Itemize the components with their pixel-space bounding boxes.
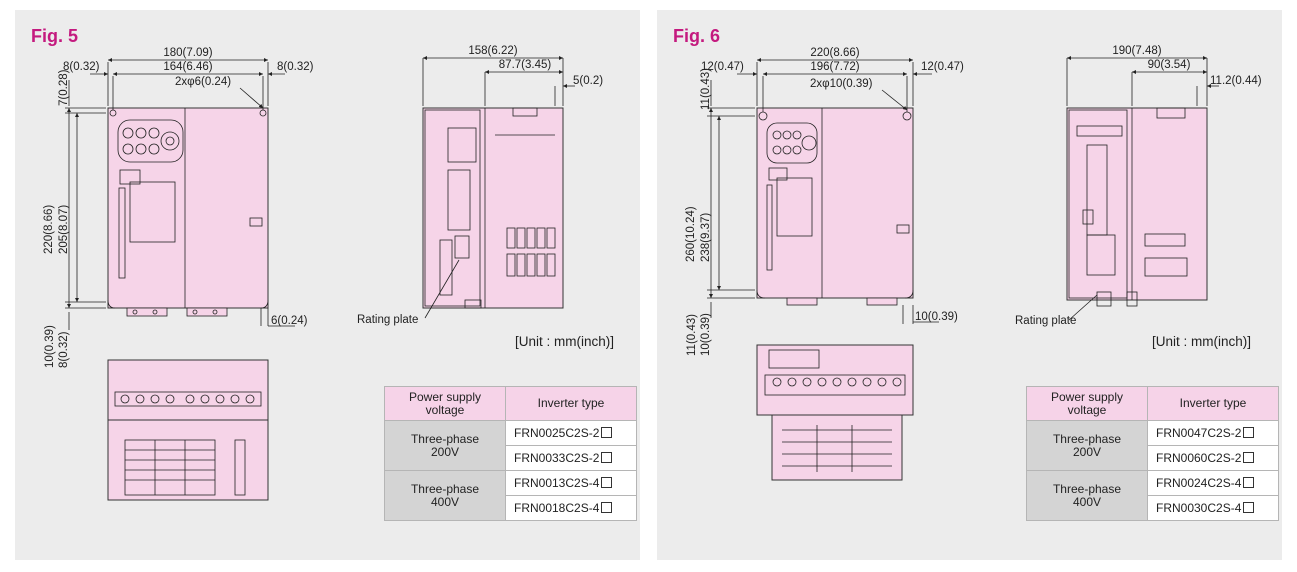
fig6-type-text: FRN0024C2S-4 bbox=[1156, 475, 1242, 490]
fig5-type-text: FRN0025C2S-2 bbox=[514, 425, 600, 440]
fig5-label: Fig. 5 bbox=[31, 26, 79, 46]
fig5-type-text: FRN0033C2S-2 bbox=[514, 450, 600, 465]
fig5-type-cell: FRN0013C2S-4 bbox=[505, 470, 637, 496]
fig5-dim-depth-mount: 87.7(3.45) bbox=[499, 59, 552, 71]
fig5-dim-overall-height: 220(8.66) bbox=[43, 205, 55, 254]
fig6-dim-hole-pitch-height: 238(9.37) bbox=[700, 213, 712, 262]
fig5-dim-overall-width: 180(7.09) bbox=[163, 47, 212, 59]
fig5-dim-left-margin: 8(0.32) bbox=[63, 61, 100, 73]
fig6-dim-overall-width: 220(8.66) bbox=[810, 47, 859, 59]
fig5-type-cell: FRN0033C2S-2 bbox=[505, 445, 637, 471]
checkbox-icon bbox=[1243, 426, 1255, 438]
fig5-dim-hole-pitch-width: 164(6.46) bbox=[163, 61, 212, 73]
fig5-group-400v: Three-phase 400V bbox=[384, 470, 506, 521]
fig5-dimension-labels: 180(7.09) 164(6.46) 8(0.32) 8(0.32) 2xφ6… bbox=[43, 45, 603, 368]
fig5-dim-bottom-b: 8(0.32) bbox=[58, 331, 70, 368]
fig6-panel: Fig. 6 bbox=[657, 10, 1282, 560]
fig5-rating-plate: Rating plate bbox=[357, 314, 418, 326]
fig5-unit: [Unit : mm(inch)] bbox=[515, 334, 615, 349]
fig5-group-200v-line2: 200V bbox=[430, 444, 460, 459]
fig5-dim-bottom-a: 10(0.39) bbox=[44, 325, 56, 368]
fig6-type-cell: FRN0060C2S-2 bbox=[1147, 445, 1279, 471]
fig5-header-type: Inverter type bbox=[505, 386, 637, 421]
checkbox-icon bbox=[1243, 451, 1255, 463]
fig6-header-supply-line2: voltage bbox=[1067, 402, 1107, 417]
fig5-type-text: FRN0013C2S-4 bbox=[514, 475, 600, 490]
fig5-header-supply-line2: voltage bbox=[425, 402, 465, 417]
fig5-group-400v-line1: Three-phase bbox=[410, 481, 480, 496]
checkbox-icon bbox=[601, 426, 613, 438]
fig5-group-200v: Three-phase 200V bbox=[384, 420, 506, 471]
fig5-dim-top-offset: 7(0.28) bbox=[58, 69, 70, 106]
checkbox-icon bbox=[1243, 476, 1255, 488]
fig6-type-text: FRN0047C2S-2 bbox=[1156, 425, 1242, 440]
fig6-type-cell: FRN0047C2S-2 bbox=[1147, 420, 1279, 446]
fig5-group-400v-line2: 400V bbox=[430, 494, 460, 509]
fig6-dim-bottom-a: 11(0.43) bbox=[686, 314, 698, 356]
fig6-group-200v: Three-phase 200V bbox=[1026, 420, 1148, 471]
fig6-group-400v-line1: Three-phase bbox=[1052, 481, 1122, 496]
fig6-dim-bottom-b: 10(0.39) bbox=[700, 313, 712, 356]
fig6-type-text: FRN0030C2S-4 bbox=[1156, 500, 1242, 515]
fig5-dim-holes: 2xφ6(0.24) bbox=[175, 76, 231, 88]
fig5-dim-depth: 158(6.22) bbox=[468, 45, 517, 57]
fig6-dim-right-margin: 12(0.47) bbox=[921, 61, 964, 73]
fig6-group-400v: Three-phase 400V bbox=[1026, 470, 1148, 521]
fig6-dim-depth-small: 11.2(0.44) bbox=[1210, 75, 1262, 87]
fig5-dim-hole-pitch-height: 205(8.07) bbox=[58, 205, 70, 254]
fig6-header-supply-line1: Power supply bbox=[1050, 389, 1124, 404]
fig5-dim-foot: 6(0.24) bbox=[271, 315, 308, 327]
fig5-group-200v-line1: Three-phase bbox=[410, 431, 480, 446]
fig5-panel: Fig. 5 bbox=[15, 10, 640, 560]
fig6-label: Fig. 6 bbox=[673, 26, 721, 46]
fig6-dim-overall-height: 260(10.24) bbox=[685, 206, 697, 262]
fig5-header-supply: Power supply voltage bbox=[384, 386, 506, 421]
fig6-group-200v-line2: 200V bbox=[1072, 444, 1102, 459]
checkbox-icon bbox=[601, 451, 613, 463]
fig5-header-supply-line1: Power supply bbox=[408, 389, 482, 404]
fig6-type-text: FRN0060C2S-2 bbox=[1156, 450, 1242, 465]
fig6-dim-left-margin: 12(0.47) bbox=[701, 61, 744, 73]
fig6-dim-depth-mount: 90(3.54) bbox=[1148, 59, 1191, 71]
fig5-type-cell: FRN0018C2S-4 bbox=[505, 495, 637, 521]
fig6-dimension-labels: 220(8.66) 196(7.72) 12(0.47) 12(0.47) 2x… bbox=[685, 45, 1262, 356]
fig6-dim-hole-pitch-width: 196(7.72) bbox=[810, 61, 859, 73]
fig6-unit: [Unit : mm(inch)] bbox=[1152, 334, 1252, 349]
fig6-drawing bbox=[707, 56, 1219, 481]
fig6-group-200v-line1: Three-phase bbox=[1052, 431, 1122, 446]
fig5-type-cell: FRN0025C2S-2 bbox=[505, 420, 637, 446]
fig6-spec-table: Power supply voltage Inverter type Three… bbox=[1026, 386, 1279, 521]
fig5-type-text: FRN0018C2S-4 bbox=[514, 500, 600, 515]
checkbox-icon bbox=[601, 476, 613, 488]
fig6-type-cell: FRN0024C2S-4 bbox=[1147, 470, 1279, 496]
fig6-group-400v-line2: 400V bbox=[1072, 494, 1102, 509]
fig6-header-type: Inverter type bbox=[1147, 386, 1279, 421]
fig5-dim-right-margin: 8(0.32) bbox=[277, 61, 314, 73]
fig6-rating-plate: Rating plate bbox=[1015, 315, 1076, 327]
fig6-dim-holes: 2xφ10(0.39) bbox=[810, 78, 873, 90]
checkbox-icon bbox=[601, 501, 613, 513]
fig5-spec-table: Power supply voltage Inverter type Three… bbox=[384, 386, 637, 521]
fig6-dim-depth: 190(7.48) bbox=[1112, 45, 1161, 57]
fig6-dim-foot: 10(0.39) bbox=[915, 311, 958, 323]
fig5-dim-depth-small: 5(0.2) bbox=[573, 75, 603, 87]
fig5-drawing bbox=[65, 56, 575, 501]
fig6-type-cell: FRN0030C2S-4 bbox=[1147, 495, 1279, 521]
fig6-dim-top-offset: 11(0.43) bbox=[700, 68, 712, 110]
fig6-header-supply: Power supply voltage bbox=[1026, 386, 1148, 421]
checkbox-icon bbox=[1243, 501, 1255, 513]
